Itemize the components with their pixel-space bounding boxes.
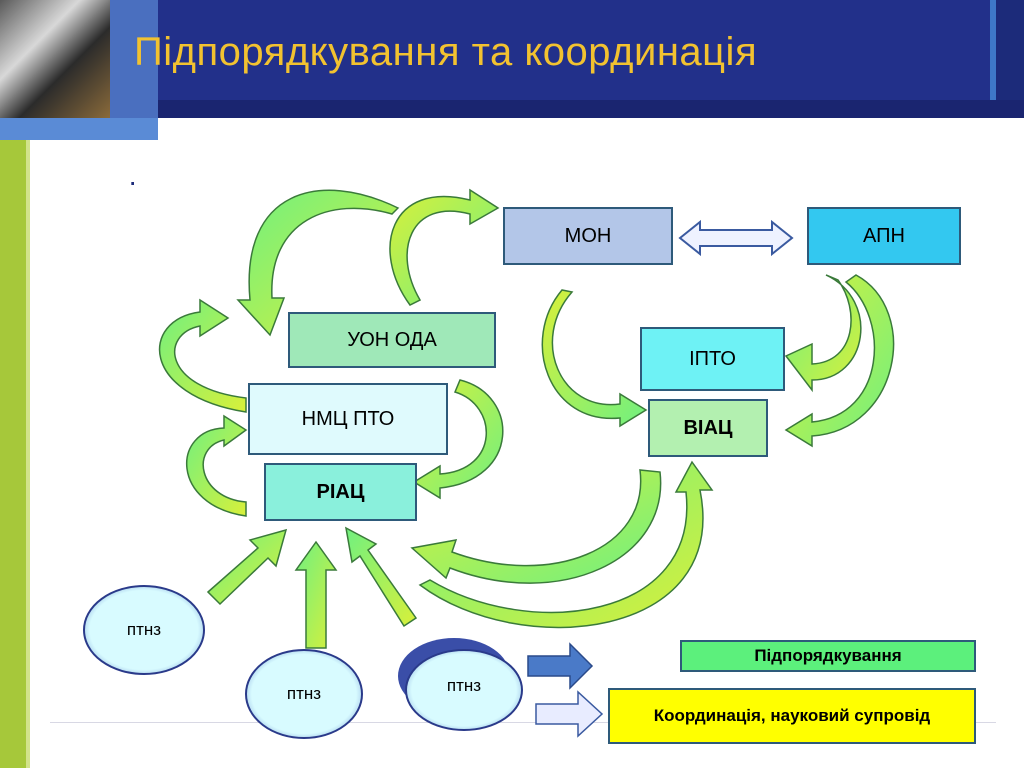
bullet-point: · — [128, 166, 138, 197]
curved-arrow-nmc-to-uon — [158, 298, 247, 413]
double-arrow-mon-apn — [678, 219, 794, 257]
curved-arrow-viac-to-riac-1 — [410, 469, 662, 584]
arrow-ptnz2-to-riac — [294, 540, 338, 649]
curved-arrow-nmc-to-riac — [412, 379, 504, 500]
ptnz-ellipse-1 — [83, 585, 205, 675]
curved-arrow-apn-to-ipto — [784, 274, 862, 393]
footer-divider — [50, 722, 996, 723]
curved-arrow-to-mon — [389, 188, 500, 306]
legend-arrow-coordination — [535, 690, 604, 738]
arrow-ptnz1-to-riac — [206, 528, 288, 606]
corner-decoration — [110, 0, 158, 118]
node-apn: АПН — [807, 207, 961, 265]
curved-arrow-riac-to-nmc — [185, 414, 248, 517]
node-uon-oda: УОН ОДА — [288, 312, 496, 368]
slide-title: Підпорядкування та координація — [134, 30, 758, 74]
ptnz-ellipse-3 — [405, 649, 523, 731]
ptnz-label-2: птнз — [286, 684, 322, 703]
curved-arrow-uon-to-top — [236, 189, 400, 337]
header-panel — [158, 0, 996, 100]
curved-arrow-mon-to-viac — [541, 289, 648, 428]
ptnz-ellipse-2 — [245, 649, 363, 739]
ptnz-label-1: птнз — [126, 620, 162, 639]
node-riac: РІАЦ — [264, 463, 417, 521]
left-blue-strip — [0, 118, 158, 140]
legend-subordination: Підпорядкування — [680, 640, 976, 672]
node-ipto: ІПТО — [640, 327, 785, 391]
left-green-strip — [0, 140, 26, 768]
legend-arrow-subordination — [527, 642, 594, 690]
header-bar — [0, 100, 1024, 118]
legend-coordination: Координація, науковий супровід — [608, 688, 976, 744]
node-viac: ВІАЦ — [648, 399, 768, 457]
left-green-strip-light — [26, 140, 30, 768]
node-nmc-pto: НМЦ ПТО — [248, 383, 448, 455]
arrow-ptnz3-to-riac — [344, 526, 418, 628]
curved-arrow-riac-to-viac — [418, 460, 714, 629]
ptnz-label-3: птнз — [446, 676, 482, 695]
node-mon: МОН — [503, 207, 673, 265]
curved-arrow-apn-to-viac — [784, 274, 895, 448]
computer-monitor-image — [0, 0, 110, 118]
